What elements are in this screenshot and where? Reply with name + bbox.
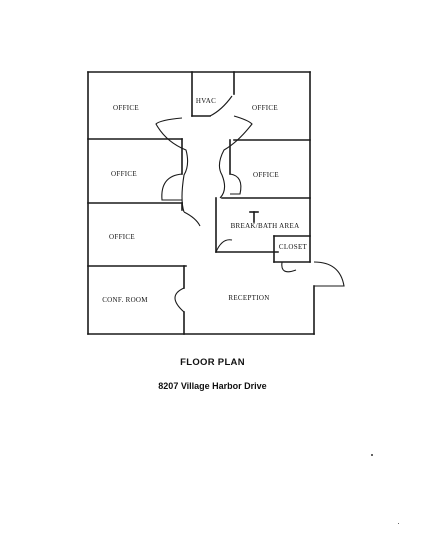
room-label-reception: RECEPTION: [228, 294, 269, 302]
scan-speck: [371, 454, 373, 456]
hvac-walls: [191, 71, 211, 117]
room-label-break-bath: BREAK/BATH AREA: [231, 222, 300, 230]
room-label-office-2: OFFICE: [252, 104, 278, 112]
door-swings: [161, 173, 345, 313]
room-label-closet: CLOSET: [279, 243, 308, 251]
right-room-walls: [215, 71, 311, 263]
room-label-office-1: OFFICE: [113, 104, 139, 112]
room-label-office-4: OFFICE: [253, 171, 279, 179]
room-label-office-3: OFFICE: [111, 170, 137, 178]
room-label-office-5: OFFICE: [109, 233, 135, 241]
outer-walls: [87, 71, 315, 335]
room-label-conf-room: CONF. ROOM: [102, 296, 148, 304]
plan-title: FLOOR PLAN: [180, 357, 245, 368]
left-room-walls: [87, 138, 187, 335]
plan-address: 8207 Village Harbor Drive: [158, 381, 267, 391]
hallway-walls: [155, 95, 253, 227]
room-label-hvac: HVAC: [196, 97, 216, 105]
scan-speck: [398, 523, 399, 524]
